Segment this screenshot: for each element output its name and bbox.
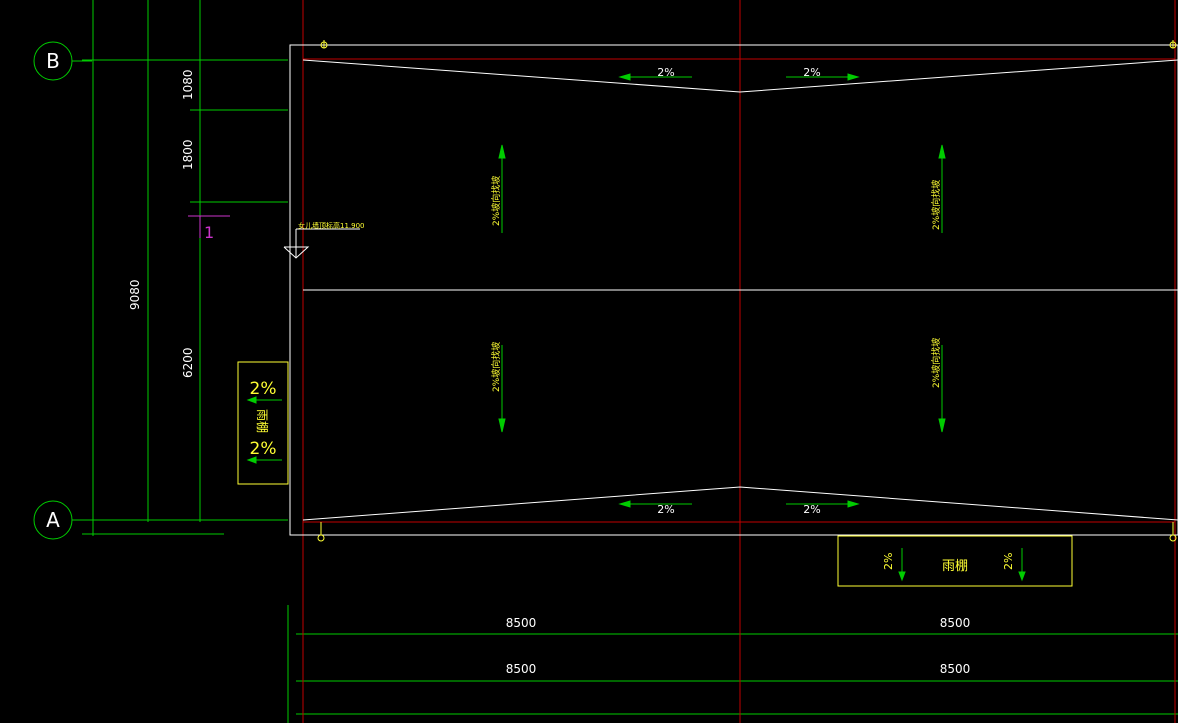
canopy-left-slope-top: 2% — [250, 379, 277, 399]
dim-left-bottom: 6200 — [181, 347, 195, 378]
dim-bottom-row2-right: 8500 — [940, 662, 971, 676]
bottom-canopy-box — [837, 535, 1073, 587]
axis-b-bubble — [33, 41, 92, 81]
drain-lower-left: 2%坡向找坡 — [490, 342, 502, 392]
dim-bottom-row2-left: 8500 — [506, 662, 537, 676]
drain-upper-right: 2%坡向找坡 — [930, 180, 942, 230]
drain-lower-right: 2%坡向找坡 — [930, 338, 942, 388]
left-canopy-box — [237, 361, 289, 485]
elevation-note: 女儿墙顶标高11.900 — [298, 221, 365, 230]
dim-left-top: 1080 — [181, 69, 195, 100]
column-markers — [317, 40, 1177, 542]
dim-left-total: 9080 — [128, 279, 142, 310]
slope-bottom-right: 2% — [803, 503, 820, 516]
dim-bottom-row1-left: 8500 — [506, 616, 537, 630]
slope-bottom-left: 2% — [657, 503, 674, 516]
elevation-marker — [283, 228, 360, 259]
canopy-bottom-label: 雨棚 — [942, 559, 968, 574]
slope-arrows — [246, 73, 1026, 582]
axis-a-bubble — [33, 500, 92, 540]
section-mark-label: 1 — [204, 223, 214, 242]
axis-b-label: B — [46, 49, 60, 73]
axis-lines-red — [302, 0, 1176, 723]
slope-top-right: 2% — [803, 66, 820, 79]
building-outline — [289, 44, 1178, 536]
axis-a-label: A — [46, 508, 60, 532]
canopy-left-slope-bottom: 2% — [250, 439, 277, 459]
dim-left-mid: 1800 — [181, 139, 195, 170]
slope-top-left: 2% — [657, 66, 674, 79]
canopy-bottom-slope-right: 2% — [1002, 553, 1015, 570]
drain-upper-left: 2%坡向找坡 — [490, 176, 502, 226]
dim-bottom-row1-right: 8500 — [940, 616, 971, 630]
canopy-left-label: 雨棚 — [255, 409, 270, 433]
section-mark — [188, 215, 230, 238]
canopy-bottom-slope-left: 2% — [882, 553, 895, 570]
